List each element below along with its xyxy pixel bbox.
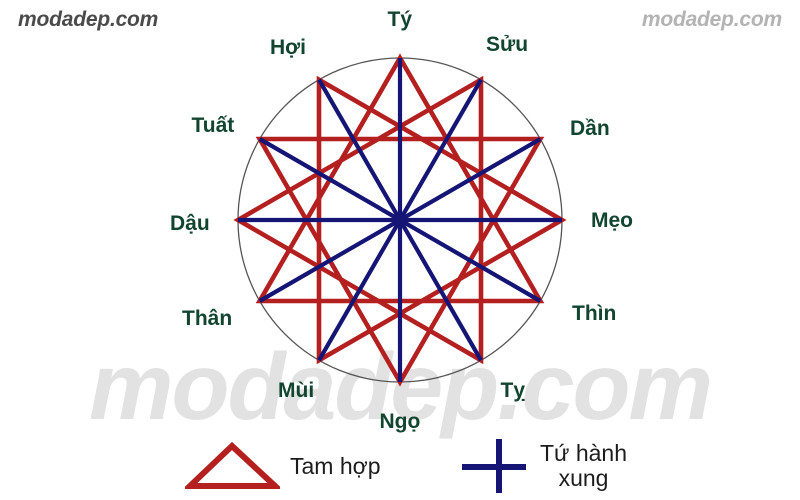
legend-item-tam-hop: Tam hợp — [185, 440, 381, 492]
zodiac-label-11: Hợi — [270, 36, 306, 59]
zodiac-label-9: Dậu — [170, 212, 210, 235]
zodiac-label-3: Mẹo — [591, 209, 633, 232]
zodiac-label-6: Ngọ — [379, 410, 421, 433]
zodiac-label-1: Sửu — [486, 33, 529, 56]
zodiac-label-5: Tỵ — [500, 379, 526, 402]
watermark-top-left: modadep.com — [18, 8, 159, 31]
legend-item-tu-hanh-xung: Tứ hành xung — [458, 436, 627, 496]
zodiac-label-7: Mùi — [278, 379, 315, 402]
watermark-top-right: modadep.com — [641, 8, 782, 31]
wheel-center-hub — [395, 215, 405, 225]
legend-label-tu-hanh-xung: Tứ hành xung — [540, 440, 628, 491]
zodiac-label-8: Thân — [182, 307, 233, 330]
zodiac-label-0: Tý — [387, 8, 413, 31]
zodiac-label-2: Dần — [570, 117, 610, 140]
legend-label-tam-hop: Tam hợp — [290, 452, 381, 479]
zodiac-label-4: Thìn — [572, 302, 617, 325]
blue-cross-icon — [462, 439, 526, 493]
red-triangle-icon — [185, 441, 280, 489]
zodiac-label-10: Tuất — [191, 114, 235, 137]
legend: Tam hợp Tứ hành xung — [0, 434, 800, 500]
